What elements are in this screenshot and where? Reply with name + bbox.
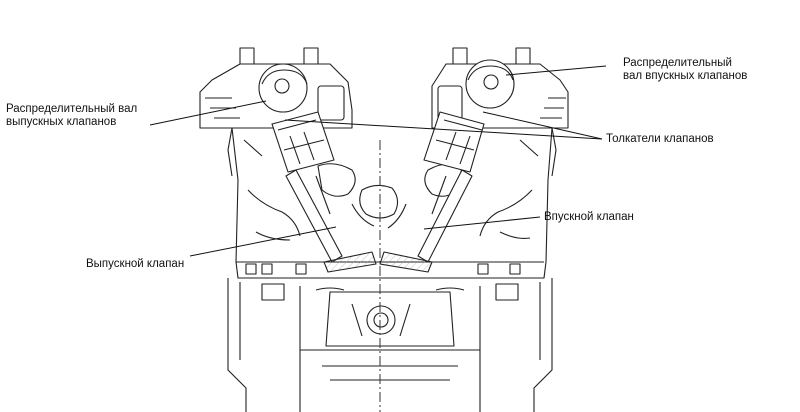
exhaust-valve <box>285 169 377 273</box>
leader-intake-valve <box>423 216 541 230</box>
piston <box>325 291 455 347</box>
leader-lifter-left <box>284 119 603 140</box>
exhaust-camshaft <box>258 63 308 113</box>
intake-valve-lifter <box>423 111 485 173</box>
leader-exhaust-valve <box>189 226 337 257</box>
label-intake-camshaft: Распределительный вал впускных клапанов <box>623 57 748 82</box>
cylinder-head <box>200 127 568 279</box>
leader-intake-camshaft <box>505 65 607 76</box>
cylinder-block <box>227 278 553 412</box>
leader-lifter-right <box>482 111 603 140</box>
label-valve-lifters: Толкатели клапанов <box>606 133 714 145</box>
intake-camshaft <box>465 59 515 109</box>
leader-exhaust-camshaft <box>149 100 267 126</box>
exhaust-valve-lifter <box>271 111 335 173</box>
intake-valve <box>379 169 473 273</box>
label-intake-valve: Впускной клапан <box>544 211 634 223</box>
label-exhaust-camshaft: Распределительный вал выпускных клапанов <box>6 103 138 128</box>
label-exhaust-valve: Выпускной клапан <box>86 258 185 270</box>
